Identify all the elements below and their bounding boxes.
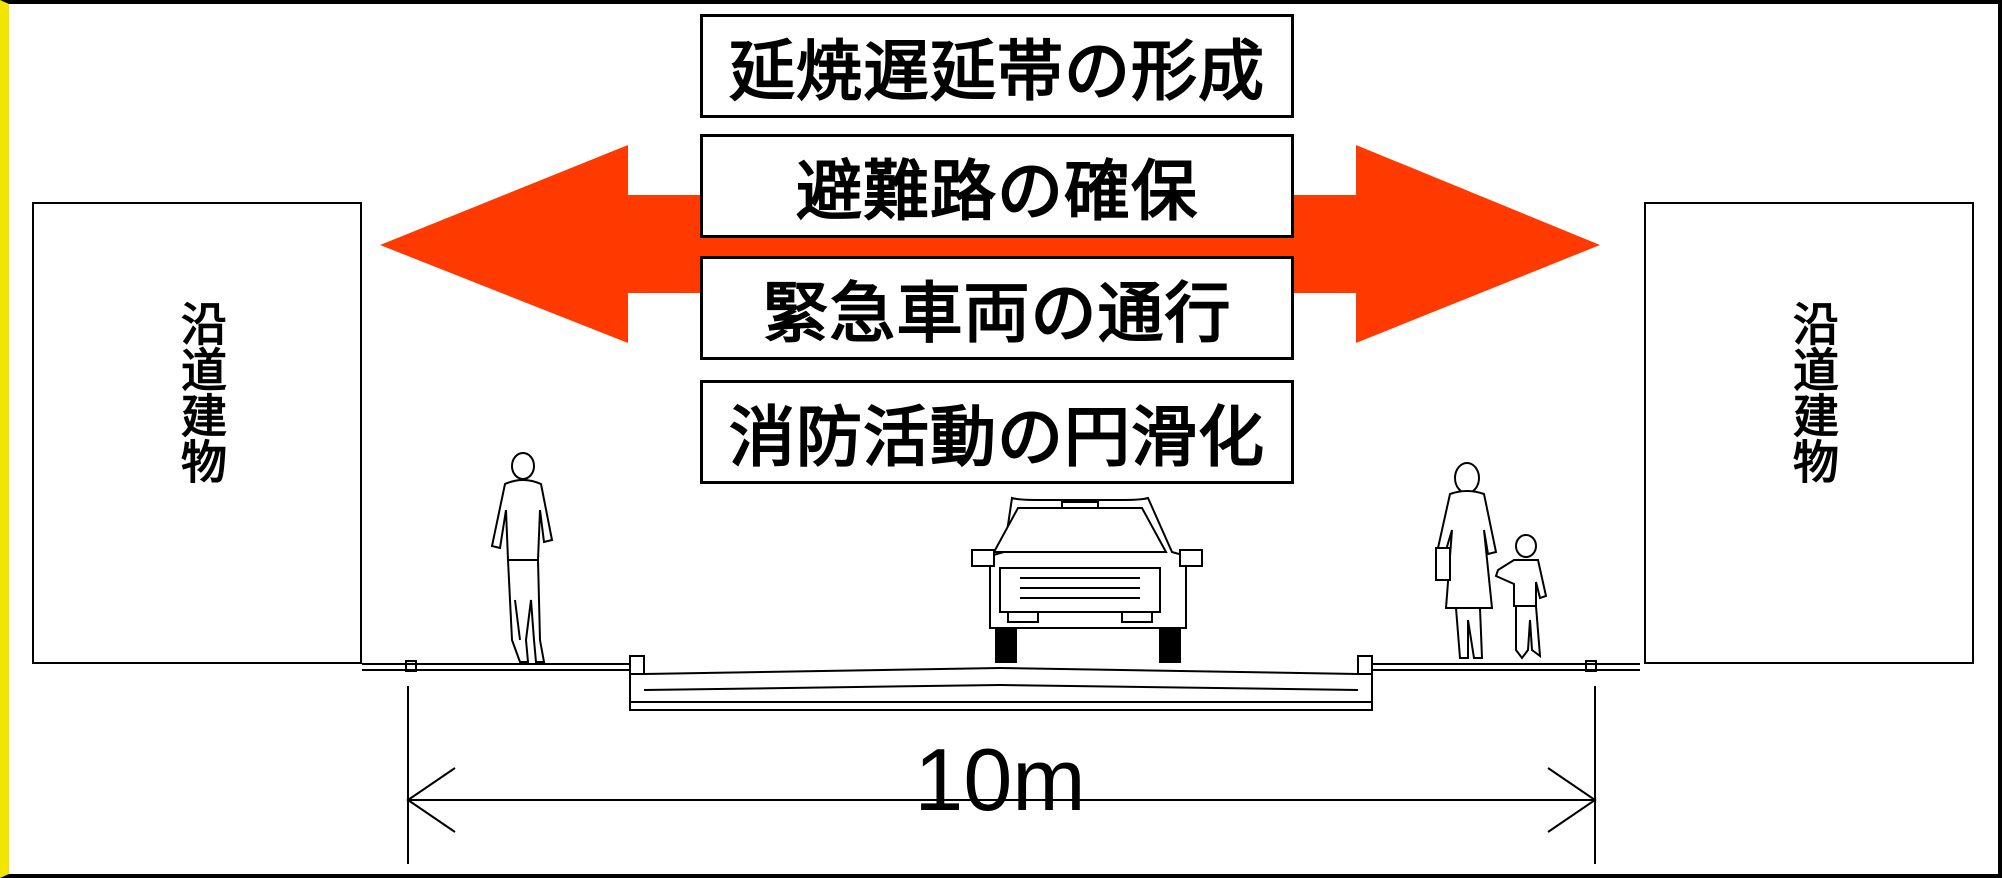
roadside-building-right-label: 沿道建物	[1786, 300, 1840, 484]
roadside-building-left: 沿道建物	[32, 202, 362, 664]
road-surface	[362, 655, 1640, 711]
roadside-building-left-label: 沿道建物	[174, 300, 228, 484]
purpose-label-fire-delay-belt: 延焼遅延帯の形成	[700, 14, 1294, 118]
purpose-label-evacuation-route: 避難路の確保	[700, 134, 1294, 238]
purpose-label-firefighting: 消防活動の円滑化	[700, 380, 1294, 484]
pedestrian-figure-icon	[490, 452, 554, 663]
roadside-building-right: 沿道建物	[1644, 202, 1974, 664]
dimension-line	[406, 686, 1597, 864]
road-width-label: 10m	[914, 730, 1086, 829]
parent-with-child-figure-icon	[1435, 462, 1548, 660]
purpose-label-emergency-vehicle: 緊急車両の通行	[700, 256, 1294, 360]
car-front-view-icon	[971, 496, 1203, 663]
double-arrow-icon	[380, 145, 1600, 343]
